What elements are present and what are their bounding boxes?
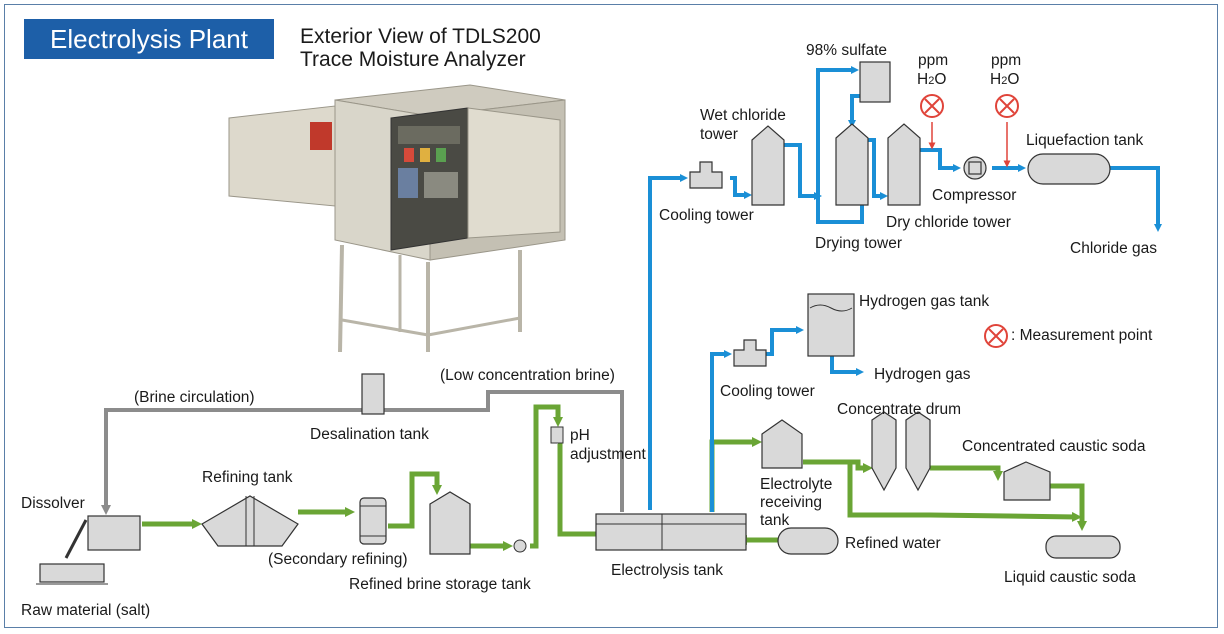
refining-tank <box>201 495 299 547</box>
green-line-caustic <box>1050 483 1087 531</box>
raw-material-salt <box>39 563 105 583</box>
label-drying-tower: Drying tower <box>815 235 902 252</box>
label-electrolyte-1: Electrolyte <box>760 476 833 493</box>
blue-line-cooling <box>730 176 752 199</box>
label-desalination-tank: Desalination tank <box>310 426 429 443</box>
label-dry-chloride-tower: Dry chloride tower <box>886 214 1011 231</box>
green-line-liquid <box>847 462 1082 522</box>
label-hydrogen-gas: Hydrogen gas <box>874 366 971 383</box>
label-ph-1: pH <box>570 427 590 444</box>
refined-brine-storage-tank <box>429 491 471 555</box>
dry-chloride-tower <box>887 123 921 206</box>
label-wet-chloride-1: Wet chloride <box>700 107 786 124</box>
diagram-frame <box>4 4 1218 628</box>
label-cooling-tower-top: Cooling tower <box>659 207 754 224</box>
concentrate-drum-1 <box>871 411 897 492</box>
analyzer-cabinet-image <box>228 84 566 353</box>
label-compressor: Compressor <box>932 187 1017 204</box>
label-chloride-gas: Chloride gas <box>1070 240 1158 257</box>
label-measurement-point: : Measurement point <box>1011 327 1153 344</box>
green-line-concentrate <box>803 459 873 473</box>
label-concentrate-drum: Concentrate drum <box>837 401 962 418</box>
blue-line-dry-out <box>920 148 961 172</box>
blue-line-drying-out <box>866 138 888 200</box>
label-liquid-caustic-soda: Liquid caustic soda <box>1004 569 1136 586</box>
blue-line-chlorine-up <box>648 174 688 510</box>
sulfate-tank <box>859 61 891 103</box>
label-electrolyte-3: tank <box>760 512 790 529</box>
label-concentrated-caustic-soda: Concentrated caustic soda <box>962 438 1146 455</box>
label-h2o-2: H2O <box>990 71 1020 88</box>
label-raw-material: Raw material (salt) <box>21 602 151 619</box>
green-line-concentrated <box>930 465 1003 481</box>
label-secondary-refining: (Secondary refining) <box>268 551 408 568</box>
label-sulfate: 98% sulfate <box>806 42 887 59</box>
label-wet-chloride-2: tower <box>700 126 738 143</box>
blue-line-drying-loop <box>816 196 864 224</box>
label-ppm-2: ppm <box>991 52 1022 69</box>
label-refined-brine-storage-tank: Refined brine storage tank <box>349 576 531 593</box>
label-refining-tank: Refining tank <box>202 469 293 486</box>
measurement-point-legend-icon <box>984 324 1008 348</box>
blue-line-wet <box>784 143 822 200</box>
measurement-point-icon-2 <box>995 94 1019 118</box>
label-dissolver: Dissolver <box>21 495 85 512</box>
label-low-concentration-brine: (Low concentration brine) <box>440 367 615 384</box>
blue-line-sulfate-up <box>816 66 859 196</box>
label-electrolyte-2: receiving <box>760 494 823 511</box>
concentrate-drum-2 <box>905 411 931 492</box>
electrolysis-tank <box>595 513 747 551</box>
wet-chloride-tower <box>751 125 785 206</box>
green-line-secondary <box>388 471 442 529</box>
page-title: Electrolysis Plant <box>24 19 274 59</box>
label-h2o-1: H2O <box>917 71 947 88</box>
concentrated-caustic-soda-tank <box>1003 461 1051 501</box>
label-cooling-tower-mid: Cooling tower <box>720 383 815 400</box>
label-ppm-1: ppm <box>918 52 949 69</box>
green-line-ph <box>530 404 563 549</box>
label-liquefaction-tank: Liquefaction tank <box>1026 132 1144 149</box>
label-ph-2: adjustment <box>570 446 646 463</box>
label-brine-circulation: (Brine circulation) <box>134 389 255 406</box>
liquefaction-tank <box>1027 153 1111 185</box>
desalination-tank <box>361 373 385 415</box>
dissolver <box>87 515 141 551</box>
label-electrolysis-tank: Electrolysis tank <box>611 562 723 579</box>
green-line-electrolysis-in <box>557 441 607 539</box>
blue-line-hydrogen-gas <box>830 355 864 376</box>
drying-tower <box>835 123 869 206</box>
refined-water-tank <box>777 527 839 555</box>
cooling-tower-mid <box>733 339 767 367</box>
liquid-caustic-soda-tank <box>1045 535 1121 559</box>
brine-circulation-line <box>101 390 624 515</box>
label-hydrogen-gas-tank: Hydrogen gas tank <box>859 293 990 310</box>
blue-line-chloride-gas <box>1108 166 1162 232</box>
exterior-title-line2: Trace Moisture Analyzer <box>300 48 526 71</box>
compressor <box>963 156 987 180</box>
measurement-point-icon-1 <box>920 94 944 118</box>
hydrogen-gas-tank <box>807 293 855 357</box>
cooling-tower-top <box>689 161 723 189</box>
blue-line-hydrogen-up <box>710 350 732 512</box>
green-line-electrolyte <box>709 437 762 512</box>
label-refined-water: Refined water <box>845 535 941 552</box>
secondary-refining-unit <box>359 497 387 545</box>
exterior-title-line1: Exterior View of TDLS200 <box>300 25 541 48</box>
electrolyte-receiving-tank <box>761 419 803 469</box>
